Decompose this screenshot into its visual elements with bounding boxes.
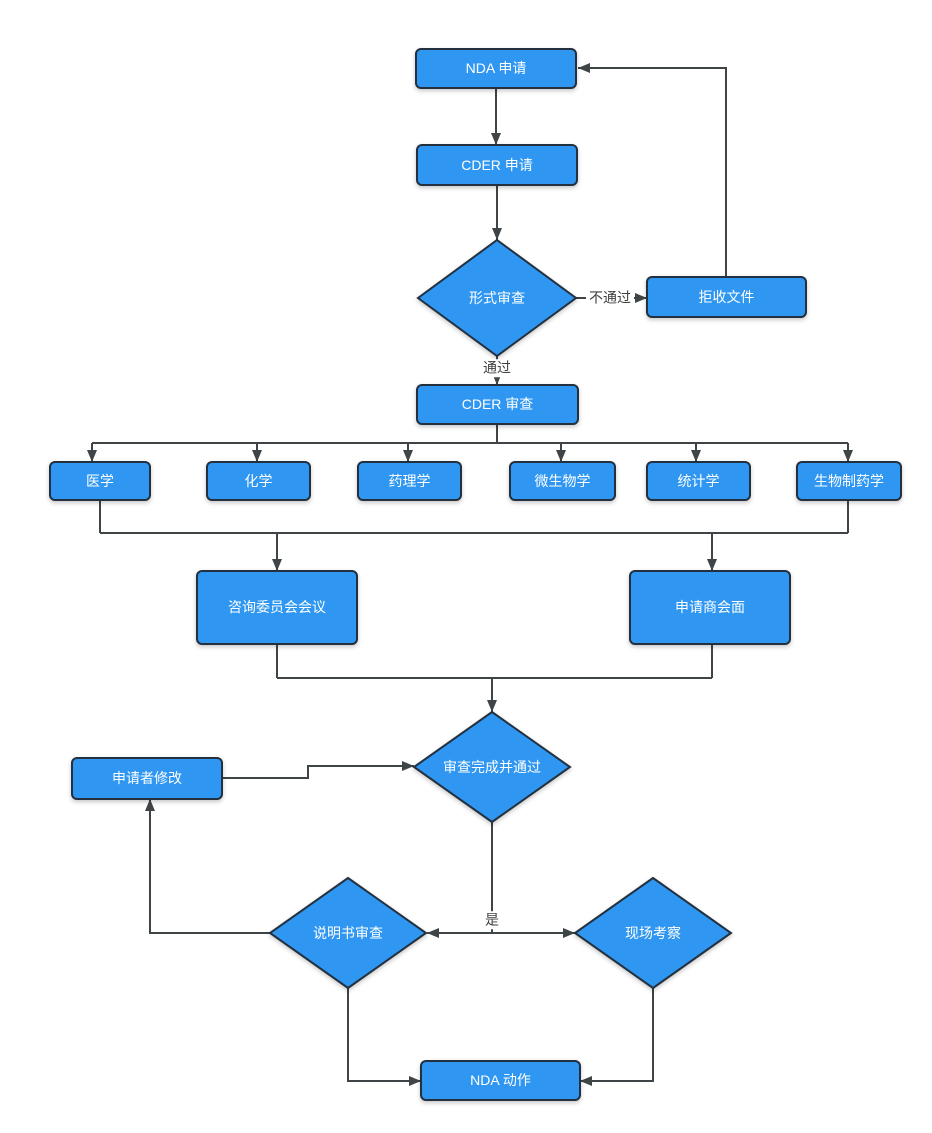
edge-label-review-to-nda-action bbox=[347, 988, 421, 1086]
node-cder-apply-shape bbox=[416, 144, 578, 186]
edge-reject-to-nda-apply bbox=[578, 63, 727, 277]
nodes-group bbox=[49, 48, 902, 1101]
node-formal-review-shape bbox=[416, 238, 578, 358]
node-microbiology-shape bbox=[509, 461, 616, 501]
edge-label-pass: 通过 bbox=[480, 359, 514, 377]
edge-site-inspection-to-nda-action bbox=[580, 988, 654, 1086]
node-reject-docs-shape bbox=[646, 276, 807, 318]
node-biopharmaceutics-shape bbox=[796, 461, 902, 501]
node-statistics-shape bbox=[646, 461, 751, 501]
node-applicant-modify-shape bbox=[71, 757, 223, 800]
node-advisory-committee-shape bbox=[196, 570, 358, 645]
node-nda-apply-shape bbox=[415, 48, 577, 89]
edge-label-review-to-applicant-modify bbox=[145, 799, 271, 934]
edges-group bbox=[87, 63, 853, 1086]
edge-applicant-modify-to-review-complete bbox=[222, 761, 414, 779]
edge-label-fail: 不通过 bbox=[586, 289, 634, 307]
node-medicine-shape bbox=[49, 461, 151, 501]
edge-label-yes: 是 bbox=[482, 911, 502, 929]
node-pharmacology-shape bbox=[357, 461, 462, 501]
node-label-review-shape bbox=[268, 876, 428, 990]
node-review-complete-shape bbox=[412, 710, 572, 824]
node-site-inspection-shape bbox=[573, 876, 733, 990]
node-nda-action-shape bbox=[420, 1060, 581, 1101]
node-applicant-meeting-shape bbox=[629, 570, 791, 645]
node-cder-review-shape bbox=[416, 384, 579, 425]
node-chemistry-shape bbox=[206, 461, 311, 501]
